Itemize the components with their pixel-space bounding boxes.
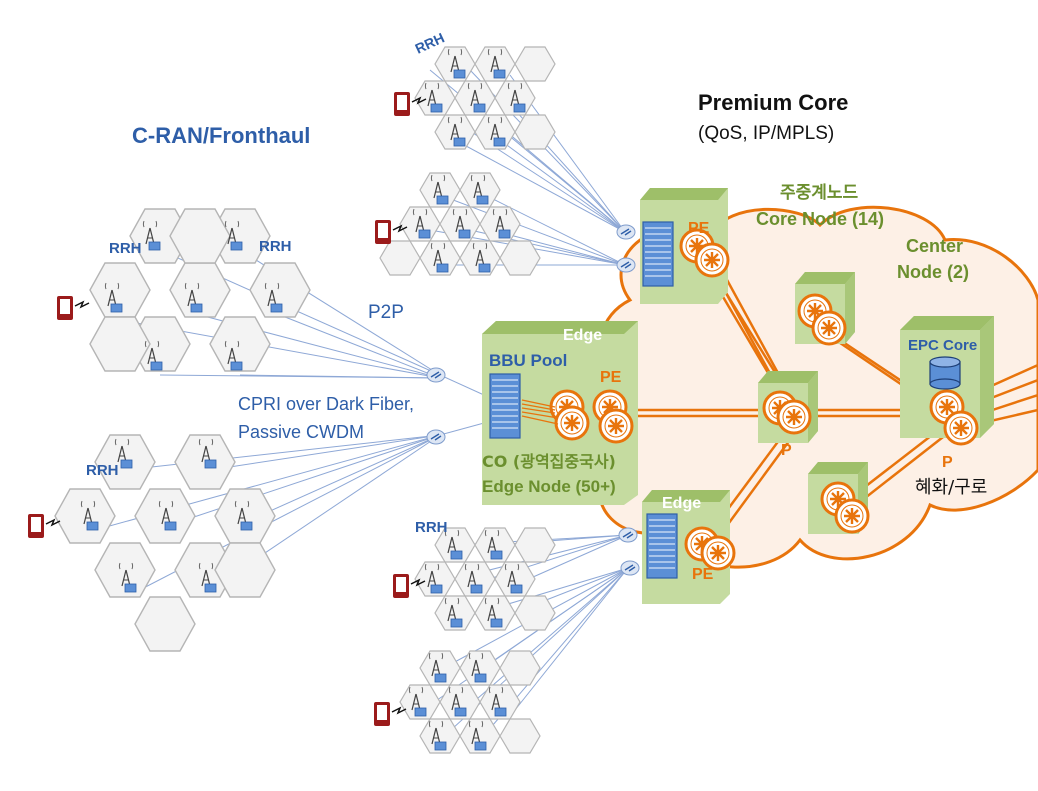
rrh-label: RRH [259,238,292,255]
bbu-fan-lines [521,399,559,425]
cell-cluster-top [414,46,556,150]
pe-label-bbu: PE [600,369,622,386]
core-node-kr-label: 주중계노드 [780,183,859,203]
rrh-label: RRH [86,462,119,479]
p-label-epc: P [942,454,953,471]
phone-icon [373,701,407,727]
coupler-icon [616,257,636,273]
cpri-label-line2: Passive CWDM [238,422,364,442]
phone-icon [56,295,90,321]
edge-node-count-label: Edge Node (50+) [482,477,616,496]
premium-core-subtitle: (QoS, IP/MPLS) [698,123,834,144]
bbu-pool-label: BBU Pool [489,351,567,370]
router-icon [694,242,730,278]
cell-cluster-lower-mid [414,527,556,631]
router-icon [700,535,736,571]
core-node-label: Core Node (14) [756,209,884,229]
rrh-label: RRH [109,240,142,257]
cran-title: C-RAN/Fronthaul [132,123,310,148]
edge-label-bottom: Edge [662,495,701,512]
coupler-icon [426,367,446,383]
premium-core-title: Premium Core [698,90,848,115]
cell-cluster-bottom [399,650,541,754]
database-icon [929,356,961,390]
p2p-label: P2P [368,302,404,323]
router-icon [776,399,812,435]
pe-label-bottom: PE [692,566,714,583]
router-icon [554,405,590,441]
cell-cluster-upper-mid [379,172,541,276]
coupler-icon [426,429,446,445]
cpri-label-line1: CPRI over Dark Fiber, [238,394,414,414]
site-label: 혜화/구로 [915,477,987,498]
router-icon [834,498,870,534]
center-node-line1: Center [906,236,963,256]
coupler-icon [616,224,636,240]
pe-label-top: PE [688,220,710,237]
cell-cluster-upper-left [89,208,311,372]
center-node-line2: Node (2) [897,262,969,282]
coupler-icon [618,527,638,543]
p-label-middle: P [781,442,792,459]
router-icon [811,310,847,346]
edge-label-bbu: Edge [563,327,602,344]
rrh-label: RRH [415,519,448,536]
co-label: CO (광역집중국사) [482,452,616,471]
router-icon [598,408,634,444]
coupler-icon [620,560,640,576]
epc-core-label: EPC Core [908,337,977,354]
router-icon [943,410,979,446]
